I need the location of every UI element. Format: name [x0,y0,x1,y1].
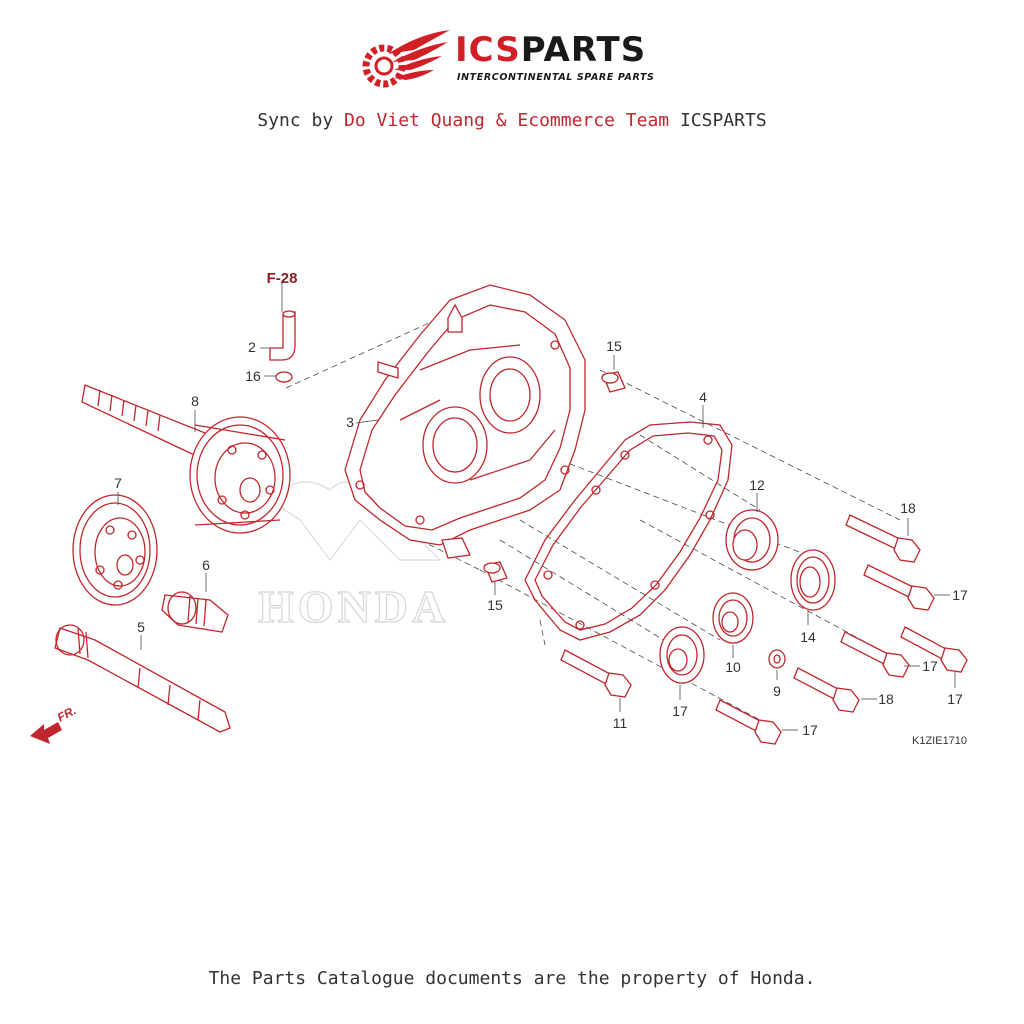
case-cover [344,284,586,559]
drive-shaft [54,624,231,733]
front-label: FR. [55,703,79,724]
sync-credit: Sync by Do Viet Quang & Ecommerce Team I… [0,110,1024,131]
front-arrow-icon [30,722,62,744]
drive-pinion [161,591,229,633]
bolt-17-c [840,631,910,678]
final-gear [72,494,158,606]
callout-4: 4 [699,389,707,405]
callout-16: 16 [245,368,261,384]
dowel-pin-upper [601,371,626,393]
bearing-10 [712,592,754,644]
sync-prefix: Sync by [257,110,345,131]
footer-notice: The Parts Catalogue documents are the pr… [208,968,816,989]
watermark-text: HONDA [258,581,449,632]
diagram-id: K1ZIE1710 [912,735,967,747]
bolt-18-upper [845,514,921,563]
callout-15-upper: 15 [606,338,622,354]
sync-name: Do Viet Quang & Ecommerce Team [344,110,670,131]
gasket [524,421,733,641]
callout-15-lower: 15 [487,597,503,613]
dowel-pin-lower [483,561,508,583]
callout-17-c: 17 [947,691,963,707]
callout-18-upper: 18 [900,500,916,516]
ref-code: F-28 [267,270,298,287]
callout-8: 8 [191,393,199,409]
callout-9: 9 [773,683,781,699]
tube-clip [275,371,293,383]
breather-tube [269,310,296,361]
brand-tagline: INTERCONTINENTAL SPARE PARTS [457,72,655,83]
callout-14: 14 [800,629,816,645]
brand-logo-icon [362,30,450,88]
front-direction-indicator: FR. [30,703,78,744]
callout-11: 17 [672,703,688,719]
callout-labels: 2 16 3 8 7 6 5 15 15 4 12 18 17 14 17 17… [114,338,968,738]
brand-name: ICSPARTS [455,30,646,70]
brand-prefix: ICS [455,30,521,70]
callout-5: 5 [137,619,145,635]
countershaft-gear [81,384,291,534]
honda-watermark: HONDA [257,481,449,633]
callout-17-b: 17 [922,658,938,674]
callout-3: 3 [346,414,354,430]
bolt-18-lower [560,649,632,698]
oil-seal-14 [790,549,836,611]
leader-lines [117,282,956,731]
callout-10: 10 [725,659,741,675]
bearing-11 [659,626,705,684]
callout-7: 7 [114,475,122,491]
bolt-17-b [900,626,968,673]
callout-17-e: 17 [802,722,818,738]
callout-17-d: 18 [878,691,894,707]
callout-2: 2 [248,339,256,355]
bolt-17-a [863,564,935,611]
brand-suffix: PARTS [520,30,647,70]
callout-18-lower: 11 [613,715,628,731]
bolt-17-e [715,699,782,745]
sync-suffix: ICSPARTS [669,110,767,131]
callout-6: 6 [202,557,210,573]
callout-17-a: 17 [952,587,968,603]
bolt-17-d [793,667,860,713]
bearing-12 [725,509,779,571]
callout-12: 12 [749,477,765,493]
washer-9 [768,649,786,669]
